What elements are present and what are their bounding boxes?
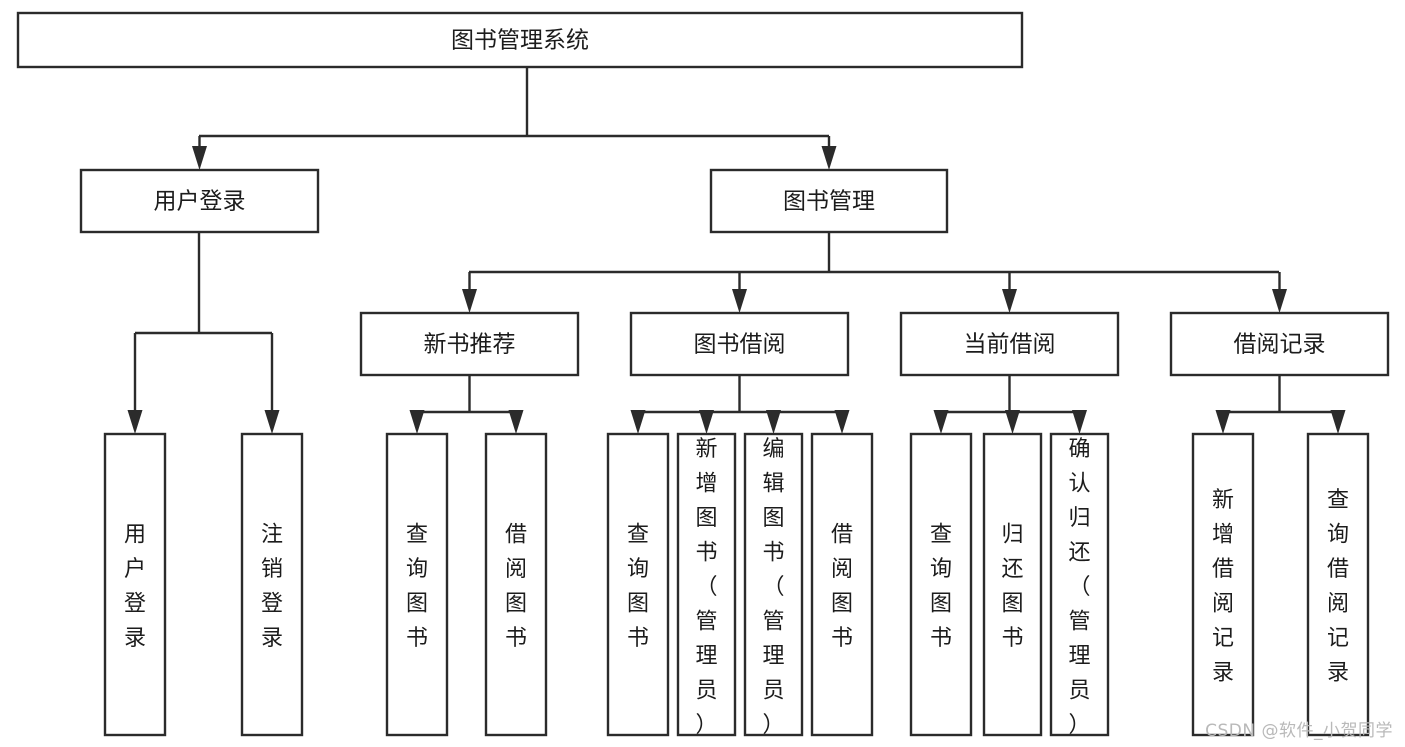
level2-node-label-user-login: 用户登录 bbox=[154, 189, 246, 215]
leaf-node-leaf-edit-book[interactable]: 编辑图书（管理员） bbox=[743, 432, 804, 738]
arrow-head-icon-leaf-query-book-3 bbox=[933, 410, 949, 434]
arrow-head-icon-book-borrow bbox=[732, 289, 747, 313]
level3-node-new-book-rec[interactable]: 新书推荐 bbox=[359, 311, 580, 377]
arrow-head-icon-leaf-edit-book bbox=[766, 410, 781, 434]
level2-node-user-login-rect[interactable] bbox=[79, 168, 320, 234]
leaf-node-leaf-add-book-rect[interactable] bbox=[676, 432, 737, 737]
leaf-node-leaf-add-record-rect[interactable] bbox=[1191, 432, 1255, 737]
leaf-node-label-leaf-logout: 注销登录 bbox=[261, 523, 283, 652]
leaf-node-label-leaf-query-book-1: 查询图书 bbox=[406, 523, 428, 652]
leaf-node-label-leaf-query-record: 查询借阅记录 bbox=[1327, 488, 1349, 685]
leaf-node-label-leaf-confirm-return: 确认归还（管理员） bbox=[1068, 437, 1090, 738]
level3-node-label-new-book-rec: 新书推荐 bbox=[424, 332, 516, 358]
arrow-head-icon-leaf-borrow-book-2 bbox=[834, 410, 850, 434]
leaf-node-leaf-query-book-2-rect[interactable] bbox=[606, 432, 670, 737]
arrow-head-icon-leaf-query-record bbox=[1330, 410, 1346, 434]
arrow-head-icon-leaf-confirm-return bbox=[1072, 410, 1087, 434]
level3-node-label-current-borrow: 当前借阅 bbox=[964, 332, 1056, 358]
arrow-head-icon-book-manage bbox=[821, 146, 837, 170]
leaf-node-leaf-borrow-book-2[interactable]: 借阅图书 bbox=[810, 432, 874, 737]
leaf-node-leaf-query-record[interactable]: 查询借阅记录 bbox=[1306, 432, 1370, 737]
leaf-node-leaf-confirm-return[interactable]: 确认归还（管理员） bbox=[1049, 432, 1110, 738]
arrow-head-icon-leaf-add-record bbox=[1215, 410, 1231, 434]
level2-node-book-manage-rect[interactable] bbox=[709, 168, 949, 234]
arrow-head-icon-new-book-rec bbox=[462, 289, 477, 313]
leaf-node-leaf-add-book[interactable]: 新增图书（管理员） bbox=[676, 432, 737, 738]
leaf-node-leaf-borrow-book-2-rect[interactable] bbox=[810, 432, 874, 737]
level3-node-borrow-record[interactable]: 借阅记录 bbox=[1169, 311, 1390, 377]
leaf-node-leaf-query-book-3[interactable]: 查询图书 bbox=[909, 432, 973, 737]
level3-node-new-book-rec-rect[interactable] bbox=[359, 311, 580, 377]
root-node[interactable]: 图书管理系统 bbox=[16, 11, 1024, 69]
arrow-head-icon-borrow-record bbox=[1272, 289, 1287, 313]
leaf-node-label-leaf-query-book-2: 查询图书 bbox=[627, 523, 649, 652]
arrow-head-icon-leaf-query-book-2 bbox=[630, 410, 646, 434]
arrow-head-icon-leaf-logout bbox=[264, 410, 280, 434]
level3-node-current-borrow[interactable]: 当前借阅 bbox=[899, 311, 1120, 377]
leaf-node-leaf-return-book-rect[interactable] bbox=[982, 432, 1043, 737]
leaf-node-leaf-query-book-2[interactable]: 查询图书 bbox=[606, 432, 670, 737]
level2-node-user-login[interactable]: 用户登录 bbox=[79, 168, 320, 234]
leaf-node-leaf-add-record[interactable]: 新增借阅记录 bbox=[1191, 432, 1255, 737]
leaf-node-leaf-user-login-rect[interactable] bbox=[103, 432, 167, 737]
leaf-node-leaf-return-book[interactable]: 归还图书 bbox=[982, 432, 1043, 737]
leaf-node-leaf-logout[interactable]: 注销登录 bbox=[240, 432, 304, 737]
arrow-head-icon-leaf-borrow-book-1 bbox=[508, 410, 524, 434]
leaf-node-label-leaf-add-record: 新增借阅记录 bbox=[1212, 488, 1234, 685]
leaf-node-label-leaf-edit-book: 编辑图书（管理员） bbox=[762, 437, 784, 738]
leaf-node-leaf-user-login[interactable]: 用户登录 bbox=[103, 432, 167, 737]
arrow-head-icon-leaf-query-book-1 bbox=[409, 410, 425, 434]
leaf-node-label-leaf-borrow-book-2: 借阅图书 bbox=[831, 523, 853, 652]
leaf-node-label-leaf-add-book: 新增图书（管理员） bbox=[695, 437, 717, 738]
leaf-node-label-leaf-return-book: 归还图书 bbox=[1001, 523, 1023, 652]
leaf-node-leaf-borrow-book-1[interactable]: 借阅图书 bbox=[484, 432, 548, 737]
arrow-head-icon-user-login bbox=[192, 146, 207, 170]
level2-node-label-book-manage: 图书管理 bbox=[783, 189, 875, 215]
level3-node-book-borrow[interactable]: 图书借阅 bbox=[629, 311, 850, 377]
root-node-rect[interactable] bbox=[16, 11, 1024, 69]
leaf-node-leaf-confirm-return-rect[interactable] bbox=[1049, 432, 1110, 737]
level3-node-borrow-record-rect[interactable] bbox=[1169, 311, 1390, 377]
leaf-node-leaf-query-book-1[interactable]: 查询图书 bbox=[385, 432, 449, 737]
level3-node-label-borrow-record: 借阅记录 bbox=[1234, 332, 1326, 358]
root-node-label: 图书管理系统 bbox=[451, 28, 589, 54]
leaf-node-leaf-borrow-book-1-rect[interactable] bbox=[484, 432, 548, 737]
leaf-node-leaf-query-book-3-rect[interactable] bbox=[909, 432, 973, 737]
leaf-node-label-leaf-user-login: 用户登录 bbox=[124, 523, 146, 652]
arrow-head-icon-current-borrow bbox=[1002, 289, 1017, 313]
arrow-head-icon-leaf-add-book bbox=[699, 410, 714, 434]
leaf-node-label-leaf-borrow-book-1: 借阅图书 bbox=[505, 523, 527, 652]
arrow-head-icon-leaf-user-login bbox=[127, 410, 143, 434]
leaf-node-leaf-query-record-rect[interactable] bbox=[1306, 432, 1370, 737]
leaf-node-leaf-logout-rect[interactable] bbox=[240, 432, 304, 737]
leaf-node-label-leaf-query-book-3: 查询图书 bbox=[930, 523, 952, 652]
leaf-node-leaf-edit-book-rect[interactable] bbox=[743, 432, 804, 737]
level2-node-book-manage[interactable]: 图书管理 bbox=[709, 168, 949, 234]
level3-node-label-book-borrow: 图书借阅 bbox=[694, 332, 786, 358]
level3-node-book-borrow-rect[interactable] bbox=[629, 311, 850, 377]
arrow-head-icon-leaf-return-book bbox=[1005, 410, 1020, 434]
leaf-node-leaf-query-book-1-rect[interactable] bbox=[385, 432, 449, 737]
